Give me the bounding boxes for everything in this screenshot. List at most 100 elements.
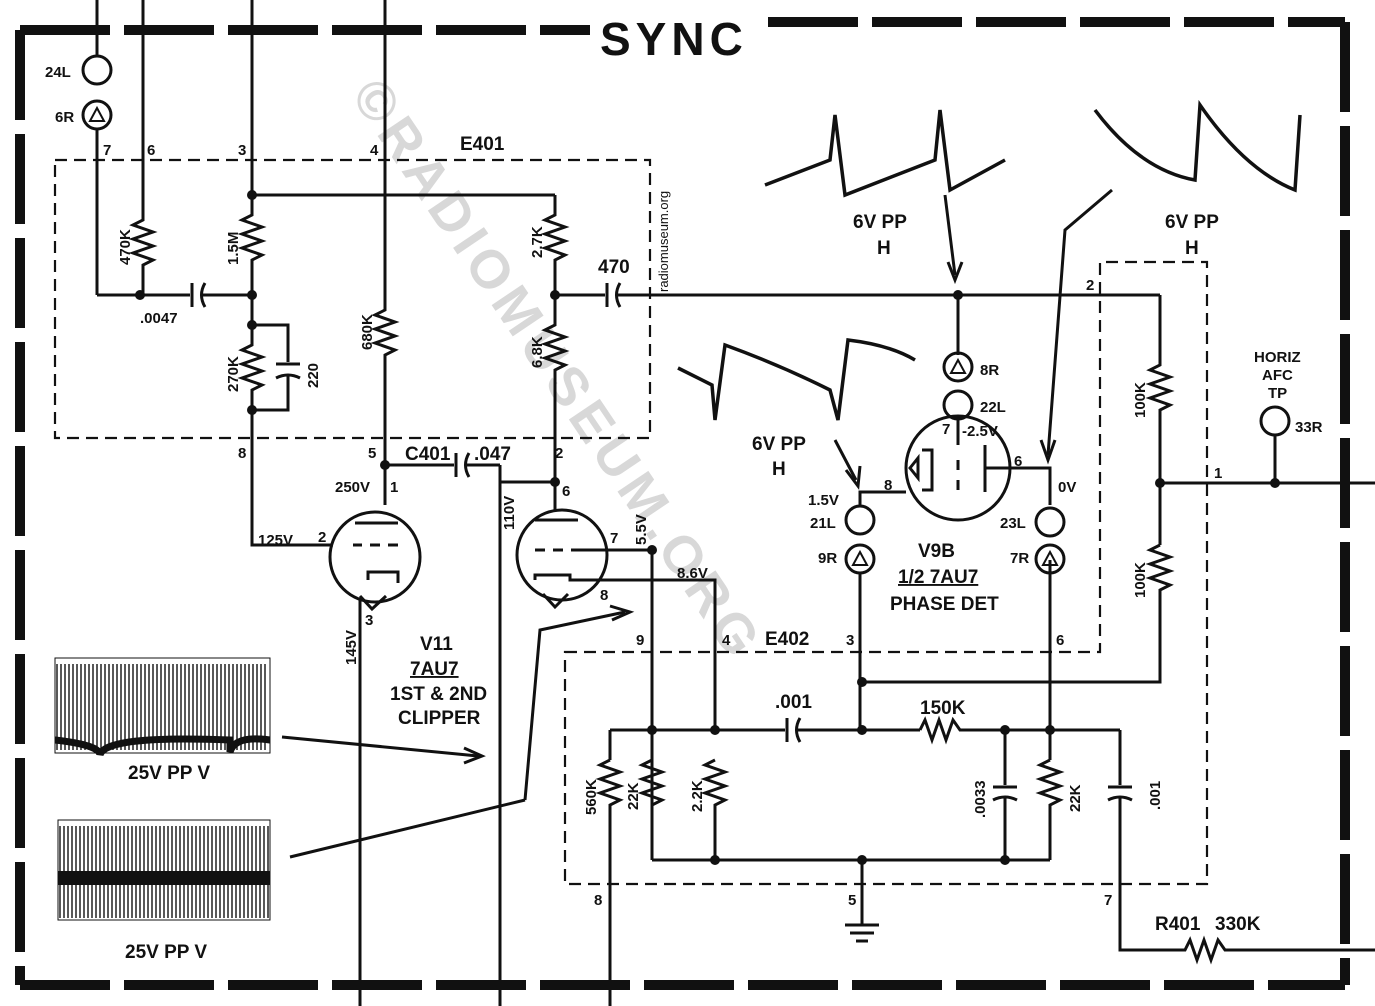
triangle-icon bbox=[88, 105, 106, 122]
resistor-470k-label: 470K bbox=[117, 229, 134, 265]
horiz-afc-tp-line2: AFC bbox=[1262, 367, 1293, 384]
triangle-icon bbox=[1041, 549, 1059, 566]
e402-pin-1: 1 bbox=[1214, 465, 1222, 482]
v9b-pin-6: 6 bbox=[1014, 453, 1022, 470]
resistor-1-5m bbox=[237, 195, 267, 295]
capacitor-0033-label: .0033 bbox=[972, 780, 989, 818]
voltage-250v: 250V bbox=[335, 479, 370, 496]
waveform-1-amplitude: 6V PP bbox=[853, 212, 907, 233]
e401-pin-6: 6 bbox=[147, 142, 155, 159]
v11-pin-8: 8 bbox=[600, 587, 608, 604]
tube-v11-function-1: 1ST & 2ND bbox=[390, 684, 487, 705]
waveform-4-label: 25V PP V bbox=[128, 763, 210, 784]
waveform-3-amplitude: 6V PP bbox=[752, 434, 806, 455]
resistor-2-7k-label: 2.7K bbox=[529, 226, 546, 258]
capacitor-470 bbox=[555, 282, 1160, 308]
tube-v11-section-b bbox=[515, 482, 717, 730]
waveform-3 bbox=[677, 338, 916, 490]
resistor-270k bbox=[237, 325, 267, 410]
input-leads bbox=[95, 0, 387, 305]
test-point-24l[interactable] bbox=[81, 54, 113, 86]
voltage-1-5v: 1.5V bbox=[808, 492, 839, 509]
capacitor-c401-value: .047 bbox=[474, 444, 511, 465]
capacitor-220 bbox=[252, 323, 301, 412]
resistor-680k-label: 680K bbox=[359, 314, 376, 350]
waveform-5 bbox=[57, 604, 635, 921]
e402-pin-4: 4 bbox=[722, 632, 731, 649]
resistor-470k bbox=[97, 210, 158, 297]
test-point-22l-label: 22L bbox=[980, 399, 1006, 416]
e401-pin-7: 7 bbox=[103, 142, 111, 159]
capacitor-0047 bbox=[97, 282, 252, 308]
v9b-pin-7: 7 bbox=[942, 421, 950, 438]
resistor-2-2k-label: 2.2K bbox=[689, 780, 706, 812]
e402-pin-3: 3 bbox=[846, 632, 854, 649]
e402-pin-5: 5 bbox=[848, 892, 856, 909]
waveform-4 bbox=[54, 657, 486, 765]
capacitor-c401 bbox=[385, 452, 502, 1006]
capacitor-0047-label: .0047 bbox=[140, 310, 178, 327]
e401-pin-5: 5 bbox=[368, 445, 376, 462]
tube-v11-function-2: CLIPPER bbox=[398, 708, 481, 729]
e402-pin-2: 2 bbox=[1086, 277, 1094, 294]
voltage-neg-2-5v: -2.5V bbox=[962, 423, 998, 440]
voltage-125v: 125V bbox=[258, 532, 293, 549]
resistor-2-7k bbox=[540, 195, 570, 295]
e402-pin-6: 6 bbox=[1056, 632, 1064, 649]
tube-v9b bbox=[858, 295, 1052, 522]
resistor-680k bbox=[370, 305, 400, 465]
resistor-100k-bottom-label: 100K bbox=[1132, 562, 1149, 598]
capacitor-001-right-label: .001 bbox=[1147, 781, 1164, 810]
test-point-8r-label: 8R bbox=[980, 362, 999, 379]
test-point-9r[interactable] bbox=[844, 543, 876, 575]
tube-v9b-name: V9B bbox=[918, 541, 955, 562]
capacitor-c401-ref: C401 bbox=[405, 444, 451, 465]
test-point-21l[interactable] bbox=[844, 504, 876, 536]
waveform-3-rate: H bbox=[772, 459, 786, 480]
horiz-afc-tp-line1: HORIZ bbox=[1254, 349, 1301, 366]
voltage-5-5v: 5.5V bbox=[633, 514, 650, 545]
capacitor-470-label: 470 bbox=[598, 257, 630, 278]
test-point-8r[interactable] bbox=[942, 351, 974, 383]
test-point-7r[interactable] bbox=[1034, 543, 1066, 575]
v11-pin-6: 6 bbox=[562, 483, 570, 500]
resistor-6-8k bbox=[540, 295, 570, 482]
triangle-icon bbox=[949, 357, 967, 374]
test-point-24l-label: 24L bbox=[45, 64, 71, 81]
v11-pin-7: 7 bbox=[610, 530, 618, 547]
module-e401-box bbox=[53, 158, 652, 440]
section-frame bbox=[15, 17, 1350, 990]
resistor-270k-label: 270K bbox=[225, 356, 242, 392]
test-point-9r-label: 9R bbox=[818, 550, 837, 567]
waveform-1 bbox=[764, 109, 1006, 285]
test-point-23l[interactable] bbox=[1034, 506, 1066, 538]
tube-v9b-type: 1/2 7AU7 bbox=[898, 567, 978, 588]
test-point-7r-label: 7R bbox=[1010, 550, 1029, 567]
resistor-6-8k-label: 6.8K bbox=[529, 336, 546, 368]
e401-pin-4: 4 bbox=[370, 142, 379, 159]
watermark-url: radiomuseum.org bbox=[656, 191, 671, 292]
module-e402-label: E402 bbox=[765, 629, 809, 650]
test-point-22l[interactable] bbox=[942, 389, 974, 421]
horiz-afc-tp-line3: TP bbox=[1268, 385, 1287, 402]
divider-100k bbox=[862, 295, 1375, 684]
e402-pin-7: 7 bbox=[1104, 892, 1112, 909]
resistor-150k-label: 150K bbox=[920, 698, 966, 719]
test-point-33r[interactable] bbox=[1259, 405, 1291, 437]
waveform-5-label: 25V PP V bbox=[125, 942, 207, 963]
triangle-icon bbox=[851, 549, 869, 566]
waveform-2-rate: H bbox=[1185, 238, 1199, 259]
tube-v9b-function: PHASE DET bbox=[890, 594, 999, 615]
resistor-22k-right-label: 22K bbox=[1067, 784, 1084, 812]
e401-pin-3: 3 bbox=[238, 142, 246, 159]
resistor-100k-top-label: 100K bbox=[1132, 382, 1149, 418]
tube-v11-section-a bbox=[328, 465, 422, 1006]
test-point-33r-label: 33R bbox=[1295, 419, 1323, 436]
test-point-6r[interactable] bbox=[81, 99, 113, 131]
waveform-1-rate: H bbox=[877, 238, 891, 259]
voltage-145v: 145V bbox=[343, 630, 360, 665]
resistor-r401-value: 330K bbox=[1215, 914, 1261, 935]
e401-pin-2: 2 bbox=[555, 445, 563, 462]
resistor-1-5m-label: 1.5M bbox=[225, 232, 242, 265]
